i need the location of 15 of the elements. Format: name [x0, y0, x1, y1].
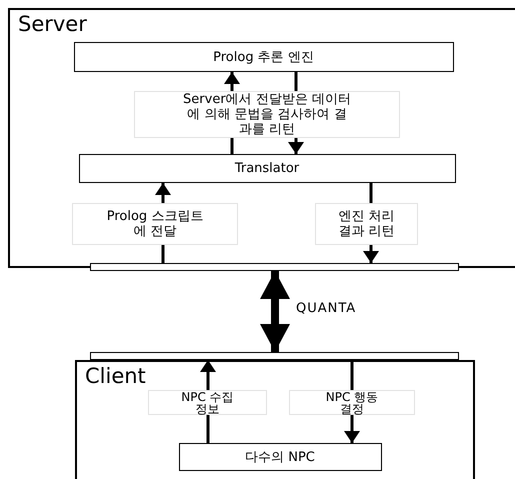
edge-label: NPC 행동 결정	[289, 390, 415, 415]
bus-bar	[90, 263, 459, 271]
process-box: Translator	[78, 154, 456, 182]
edge-label: Server에서 전달받은 데이터에 의해 문법을 검사하여 결과를 리턴	[134, 91, 400, 138]
edge-label: 엔진 처리 결과 리턴	[315, 203, 418, 245]
edge-label: Prolog 스크립트에 전달	[72, 203, 238, 245]
process-box: Prolog 추론 엔진	[74, 42, 454, 72]
edge-label: NPC 수집 정보	[148, 390, 267, 415]
double-arrow	[260, 271, 290, 352]
edge-label: QUANTA	[296, 301, 356, 316]
container-title: Server	[18, 12, 87, 36]
bus-bar	[90, 352, 459, 360]
container-box	[8, 8, 515, 268]
process-box: 다수의 NPC	[178, 442, 382, 470]
container-title: Client	[85, 364, 146, 388]
